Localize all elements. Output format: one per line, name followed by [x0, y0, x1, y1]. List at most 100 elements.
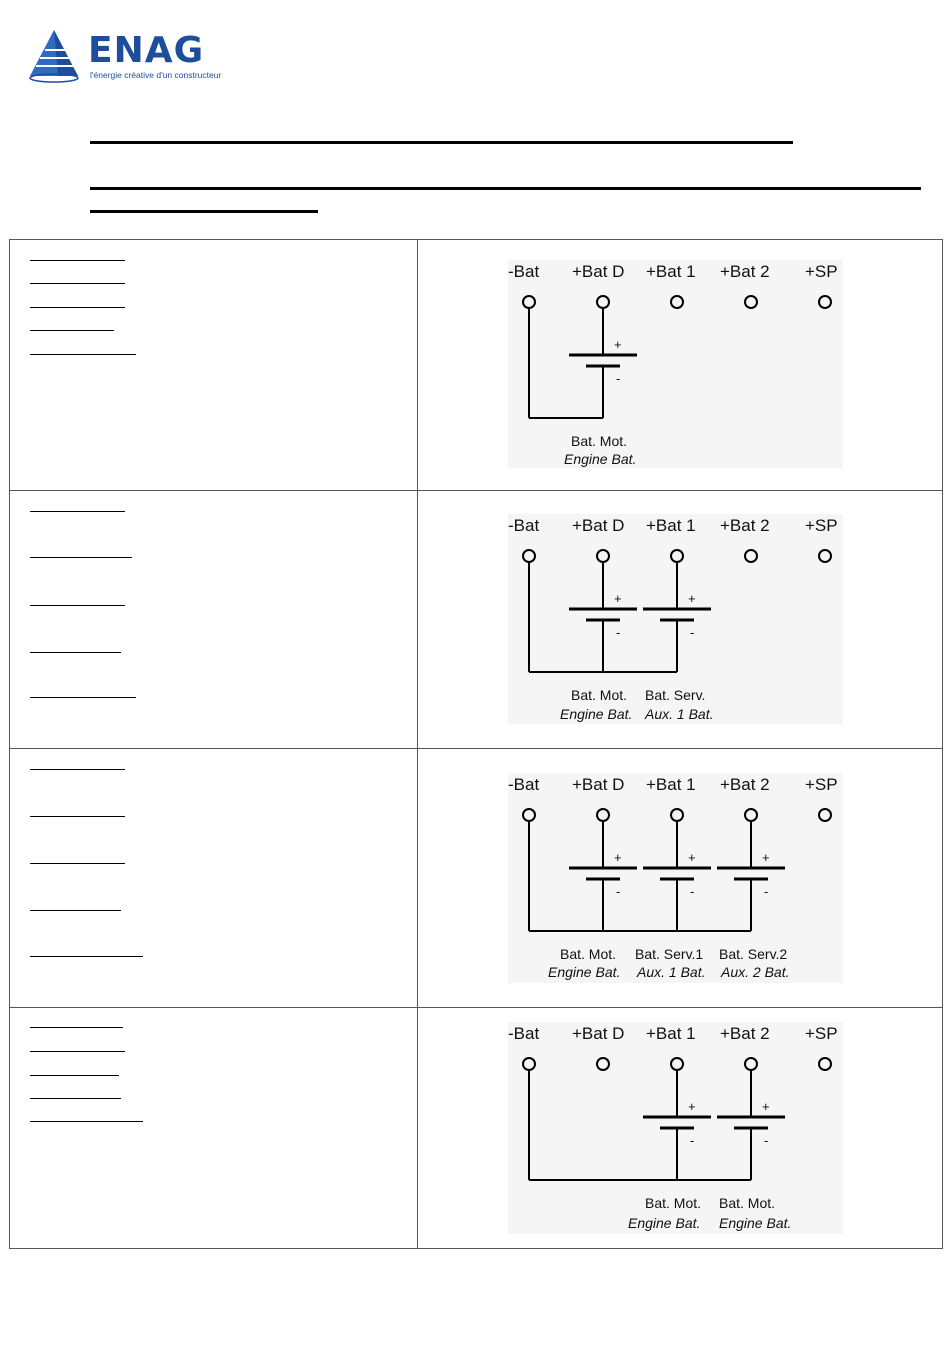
terminal-label: +Bat 1	[646, 516, 696, 535]
terminal-label: -Bat	[508, 775, 539, 794]
terminal-label: +Bat 1	[646, 262, 696, 281]
logo-pyramid-icon	[29, 30, 79, 83]
blank-line	[30, 307, 125, 308]
table-row: -Bat +Bat D +Bat 1 +Bat 2 +SP	[10, 748, 942, 1007]
wiring-diagram-1: -Bat +Bat D +Bat 1 +Bat 2 +SP	[508, 260, 843, 468]
terminal-connector-icon	[522, 549, 536, 563]
terminal-label: +Bat 1	[646, 775, 696, 794]
wiring-lines	[528, 308, 637, 419]
terminal-label: +SP	[805, 516, 838, 535]
title-line-1	[90, 141, 793, 144]
blank-line	[30, 769, 125, 770]
battery-minus-sign: -	[616, 371, 620, 386]
terminal-label: -Bat	[508, 262, 539, 281]
terminal-connector-icon	[596, 808, 610, 822]
battery-label: Bat. Serv.	[645, 687, 705, 703]
table-row: -Bat +Bat D +Bat 1 +Bat 2 +SP	[10, 490, 942, 748]
battery-minus-sign: -	[616, 625, 620, 640]
title-line-2	[90, 187, 921, 190]
company-logo: ENAG l'énergie créative d'un constructeu…	[28, 28, 222, 88]
battery-minus-sign: -	[616, 884, 620, 899]
table-row: -Bat +Bat D +Bat 1 +Bat 2 +SP	[10, 240, 942, 490]
battery-label-en: Aux. 1 Bat.	[636, 964, 705, 980]
terminal-label: +Bat 2	[720, 775, 770, 794]
battery-plus-sign: +	[762, 1099, 770, 1114]
terminal-connector-icon	[670, 808, 684, 822]
wiring-diagram-2: -Bat +Bat D +Bat 1 +Bat 2 +SP	[508, 514, 843, 724]
title-line-3	[90, 210, 318, 213]
battery-label: Bat. Serv.1	[635, 946, 703, 962]
terminal-connector-icon	[670, 1057, 684, 1071]
blank-line	[30, 652, 121, 653]
battery-label: Bat. Mot.	[571, 687, 627, 703]
logo-wordmark: ENAG	[88, 30, 205, 71]
terminal-label: -Bat	[508, 516, 539, 535]
diagram-cell: -Bat +Bat D +Bat 1 +Bat 2 +SP	[418, 1008, 942, 1248]
terminal-label: -Bat	[508, 1024, 539, 1043]
diagram-cell: -Bat +Bat D +Bat 1 +Bat 2 +SP	[418, 240, 942, 490]
diagram-cell: -Bat +Bat D +Bat 1 +Bat 2 +SP	[418, 749, 942, 1007]
blank-line	[30, 1075, 119, 1076]
battery-label: Bat. Mot.	[645, 1195, 701, 1211]
battery-label-en: Engine Bat.	[719, 1215, 791, 1231]
blank-line	[30, 511, 125, 512]
blank-line	[30, 605, 125, 606]
terminal-connector-icon	[670, 549, 684, 563]
battery-label: Bat. Mot.	[571, 433, 627, 449]
battery-label-en: Engine Bat.	[628, 1215, 700, 1231]
terminal-connector-icon	[818, 295, 832, 309]
wiring-lines	[528, 562, 711, 673]
blank-line	[30, 1027, 123, 1028]
terminal-connector-icon	[744, 549, 758, 563]
terminal-label: +Bat D	[572, 1024, 624, 1043]
battery-plus-sign: +	[614, 850, 622, 865]
description-cell	[10, 491, 418, 748]
blank-line	[30, 557, 132, 558]
terminal-label: +Bat D	[572, 262, 624, 281]
terminal-label: +SP	[805, 1024, 838, 1043]
battery-plus-sign: +	[688, 591, 696, 606]
battery-label: Bat. Mot.	[719, 1195, 775, 1211]
battery-minus-sign: -	[764, 1133, 768, 1148]
battery-minus-sign: -	[764, 884, 768, 899]
blank-line	[30, 956, 143, 957]
battery-plus-sign: +	[762, 850, 770, 865]
battery-plus-sign: +	[688, 1099, 696, 1114]
blank-line	[30, 354, 136, 355]
wiring-lines	[528, 821, 785, 932]
blank-line	[30, 910, 121, 911]
description-cell	[10, 240, 418, 490]
terminal-connector-icon	[522, 1057, 536, 1071]
description-cell	[10, 1008, 418, 1248]
battery-label: Bat. Mot.	[560, 946, 616, 962]
wiring-diagram-3: -Bat +Bat D +Bat 1 +Bat 2 +SP	[508, 773, 843, 983]
terminal-label: +Bat D	[572, 516, 624, 535]
battery-minus-sign: -	[690, 884, 694, 899]
terminal-label: +Bat 2	[720, 1024, 770, 1043]
blank-line	[30, 697, 136, 698]
battery-label-en: Aux. 2 Bat.	[720, 964, 789, 980]
terminal-label: +Bat 1	[646, 1024, 696, 1043]
battery-plus-sign: +	[688, 850, 696, 865]
blank-line	[30, 816, 125, 817]
battery-minus-sign: -	[690, 1133, 694, 1148]
logo-tagline: l'énergie créative d'un constructeur	[90, 70, 222, 80]
terminal-connector-icon	[818, 1057, 832, 1071]
terminal-connector-icon	[670, 295, 684, 309]
battery-minus-sign: -	[690, 625, 694, 640]
blank-line	[30, 863, 125, 864]
wiring-lines	[528, 1070, 785, 1181]
terminal-label: +Bat 2	[720, 262, 770, 281]
battery-label-en: Engine Bat.	[560, 706, 632, 722]
blank-line	[30, 260, 125, 261]
terminal-connector-icon	[596, 295, 610, 309]
terminal-label: +SP	[805, 775, 838, 794]
table-row: -Bat +Bat D +Bat 1 +Bat 2 +SP	[10, 1007, 942, 1248]
terminal-label: +Bat D	[572, 775, 624, 794]
battery-label-en: Engine Bat.	[548, 964, 620, 980]
terminal-connector-icon	[522, 295, 536, 309]
battery-plus-sign: +	[614, 337, 622, 352]
blank-line	[30, 1098, 121, 1099]
blank-line	[30, 330, 114, 331]
battery-label-en: Engine Bat.	[564, 451, 636, 467]
